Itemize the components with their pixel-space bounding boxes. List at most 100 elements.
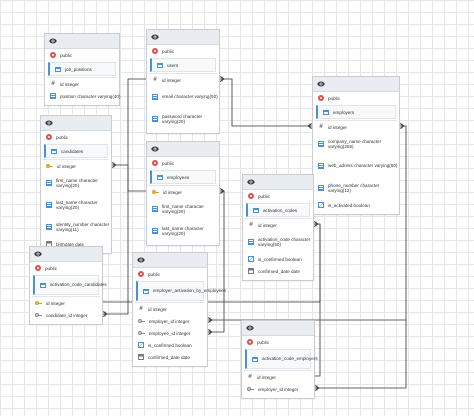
- table-header[interactable]: [242, 321, 314, 336]
- column-row[interactable]: id integer: [147, 186, 219, 198]
- column-row[interactable]: #id integer: [147, 74, 219, 86]
- table-header[interactable]: [313, 77, 399, 92]
- schema-icon: [247, 339, 253, 345]
- table-name-label: activation_codes: [263, 207, 298, 213]
- column-row[interactable]: employee_id integer: [133, 327, 207, 339]
- primary-key-icon: [152, 189, 159, 195]
- table-header[interactable]: [30, 247, 102, 262]
- table-name[interactable]: job_positions: [48, 62, 116, 76]
- column-row[interactable]: phone_number character varying(12): [313, 177, 399, 199]
- table-name[interactable]: employer_activation_by_employees: [136, 281, 226, 301]
- column-row[interactable]: #id integer: [133, 303, 207, 315]
- table-name[interactable]: employees: [150, 170, 216, 184]
- relationship-users-employers[interactable]: [220, 78, 312, 127]
- table-name-label: employer_activation_by_employees: [153, 288, 227, 294]
- column-row[interactable]: confirmed_date date: [133, 351, 207, 363]
- eye-icon[interactable]: [137, 256, 145, 264]
- divider: [244, 370, 312, 371]
- relationship-candidates-employees[interactable]: [112, 164, 146, 192]
- table-header[interactable]: [243, 175, 313, 190]
- column-row[interactable]: #id integer: [45, 78, 119, 90]
- column-row[interactable]: employer_id integer: [242, 383, 314, 395]
- column-row-label: email character varying(50): [162, 94, 218, 100]
- column-row[interactable]: employer_id integer: [133, 315, 207, 327]
- column-row-label: birthdate date: [56, 241, 85, 247]
- schema-label: public: [148, 271, 161, 277]
- column-row[interactable]: id integer: [30, 297, 102, 309]
- column-row[interactable]: first_name character varying(20): [147, 198, 219, 220]
- eye-icon[interactable]: [151, 145, 159, 153]
- column-row[interactable]: last_name character varying(20): [147, 220, 219, 242]
- eye-icon[interactable]: [151, 33, 159, 41]
- schema-row: public: [30, 262, 102, 274]
- column-row[interactable]: email character varying(50): [147, 86, 219, 108]
- column-row[interactable]: candidate_id integer: [30, 309, 102, 321]
- table-name[interactable]: activation_code_employers: [245, 349, 318, 369]
- table-footer: [243, 277, 313, 280]
- schema-label: public: [258, 193, 271, 199]
- table-header[interactable]: [147, 30, 219, 45]
- table-employer_activation_by_employees[interactable]: public employer_activation_by_employees #i…: [132, 252, 226, 367]
- table-header[interactable]: [41, 116, 111, 131]
- column-row[interactable]: first_name character varying(20): [41, 172, 111, 194]
- column-row-label: id integer: [163, 189, 182, 195]
- text-column-icon: [46, 224, 52, 230]
- schema-icon: [138, 271, 144, 277]
- column-row[interactable]: #id integer: [313, 121, 399, 133]
- eye-icon[interactable]: [34, 250, 42, 258]
- divider: [32, 296, 100, 297]
- eye-icon[interactable]: [247, 178, 255, 186]
- schema-row: public: [147, 45, 219, 57]
- column-row[interactable]: id integer: [41, 160, 111, 172]
- table-name[interactable]: candidates: [44, 144, 108, 158]
- text-column-icon: [318, 141, 324, 147]
- table-name[interactable]: activation_code_candidates: [33, 275, 107, 295]
- relationship-users-candidates[interactable]: [127, 78, 146, 154]
- column-row-label: id integer: [258, 222, 277, 228]
- eye-icon[interactable]: [49, 37, 57, 45]
- relationship-activation-codes-employers[interactable]: [315, 224, 321, 377]
- column-row[interactable]: company_name character varying(255): [313, 133, 399, 155]
- relationship-candidates-activation-code-candidates[interactable]: [103, 154, 129, 315]
- column-row[interactable]: is_confirmed boolean: [243, 253, 313, 265]
- table-header[interactable]: [147, 142, 219, 157]
- eye-icon[interactable]: [45, 119, 53, 127]
- column-row-label: position character varying(40): [60, 93, 121, 99]
- cardinality-marker: [399, 123, 405, 129]
- column-row[interactable]: identity_number character varying(11): [41, 216, 111, 238]
- column-row[interactable]: activation_code character varying(50): [243, 231, 313, 253]
- column-row[interactable]: is_activated boolean: [313, 199, 399, 211]
- column-row[interactable]: confirmed_date date: [243, 265, 313, 277]
- eye-icon[interactable]: [246, 324, 254, 332]
- column-row[interactable]: last_name character varying(20): [41, 194, 111, 216]
- text-column-icon: [46, 202, 52, 208]
- table-header[interactable]: [133, 253, 207, 268]
- table-footer: [133, 363, 207, 366]
- column-row[interactable]: #id integer: [243, 219, 313, 231]
- table-name[interactable]: employers: [316, 105, 396, 119]
- table-header[interactable]: [45, 34, 119, 49]
- table-name[interactable]: activation_codes: [246, 203, 310, 217]
- column-row[interactable]: password character varying(20): [147, 108, 219, 130]
- column-row[interactable]: position character varying(40): [45, 90, 121, 102]
- column-row[interactable]: is_confirmed boolean: [133, 339, 207, 351]
- column-row-label: is_confirmed boolean: [148, 342, 192, 348]
- table-name-label: employees: [167, 174, 190, 180]
- relationship-employers-activation-code-employers[interactable]: [315, 125, 407, 389]
- table-name[interactable]: users: [150, 58, 216, 72]
- column-row[interactable]: web_adress character varying(50): [313, 155, 399, 177]
- eye-icon[interactable]: [317, 80, 325, 88]
- boolean-column-icon: [248, 256, 254, 262]
- text-column-icon: [50, 93, 56, 99]
- column-row[interactable]: #id integer: [242, 371, 314, 383]
